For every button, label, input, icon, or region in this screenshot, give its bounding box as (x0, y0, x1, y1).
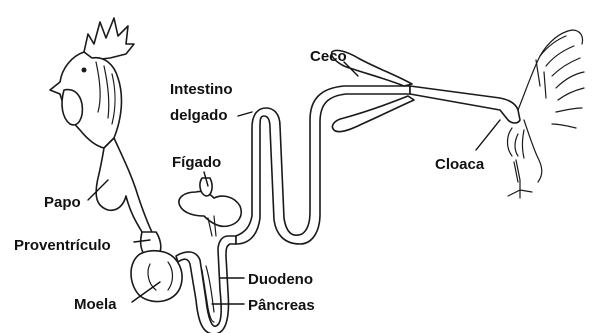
leader-intestino (238, 112, 252, 116)
label-cloaca: Cloaca (435, 156, 485, 173)
comb (84, 18, 134, 60)
cecum-lower (332, 96, 414, 132)
label-figado: Fígado (172, 154, 221, 171)
head-outline (50, 52, 121, 148)
label-papo: Papo (44, 194, 81, 211)
label-delgado: delgado (170, 107, 228, 124)
eye (82, 68, 87, 73)
tail-feathers (536, 36, 584, 128)
label-proventriculo: Proventrículo (14, 237, 111, 254)
rooster-head (50, 18, 134, 148)
label-duodeno: Duodeno (248, 271, 313, 288)
body-outline (518, 30, 583, 182)
large-intestine (410, 86, 520, 123)
liver (179, 191, 241, 226)
hock-feathers (508, 128, 525, 158)
label-intestino: Intestino (170, 81, 233, 98)
leg (508, 160, 532, 198)
gizzard (131, 251, 182, 302)
label-moela: Moela (74, 296, 117, 313)
esophagus-upper (96, 138, 158, 246)
leader-cloaca (476, 120, 500, 150)
label-pancreas: Pâncreas (248, 297, 315, 314)
duodenal-loop (176, 236, 236, 333)
label-ceco: Ceco (310, 48, 347, 65)
